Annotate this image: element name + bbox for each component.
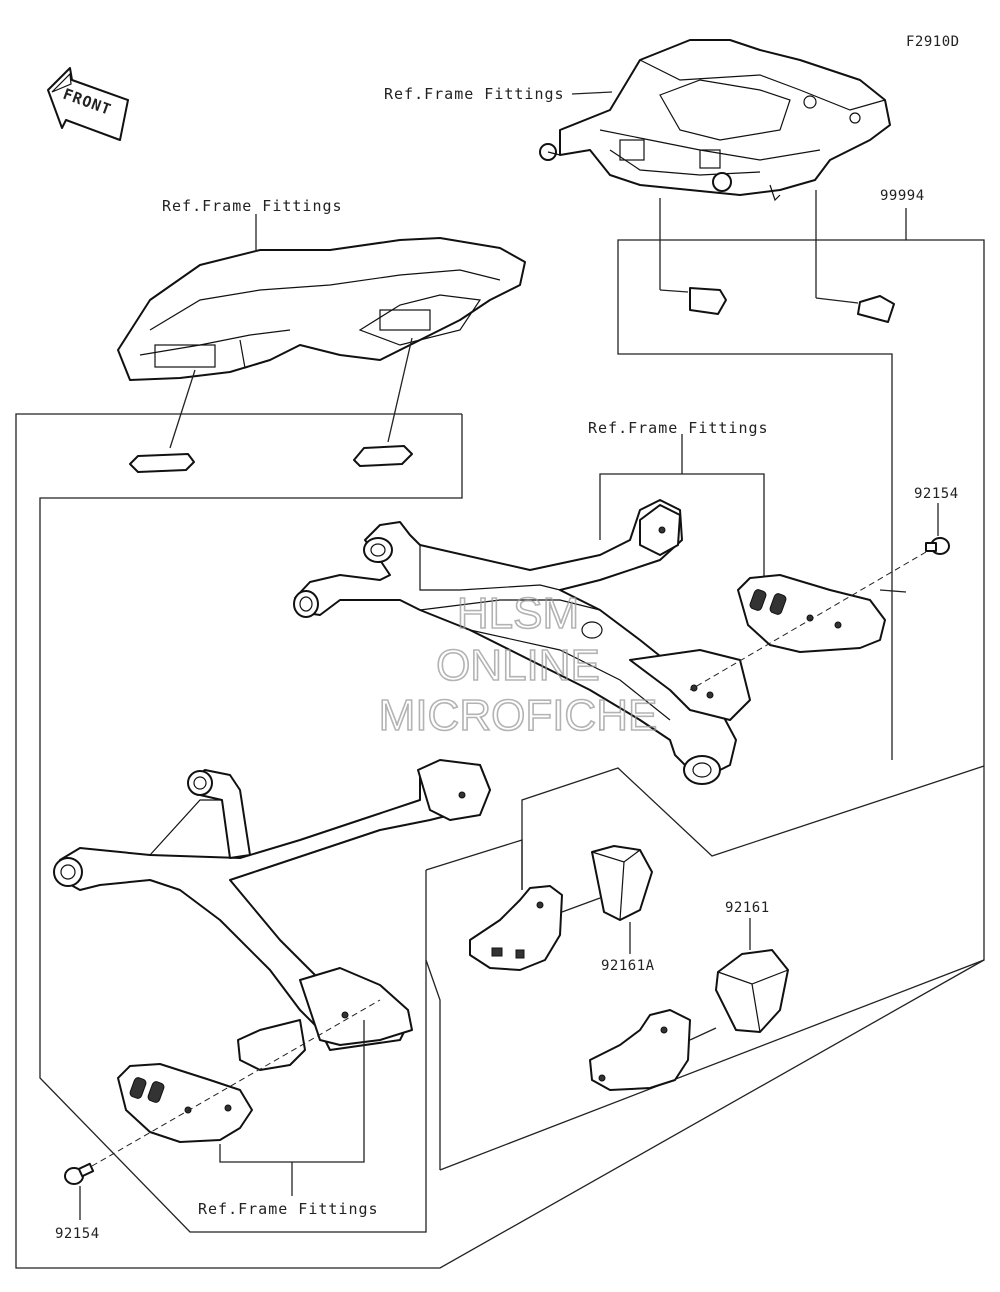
frame-guard-left xyxy=(53,759,491,1071)
bolt-92154-right xyxy=(925,537,950,555)
part-number-92161A: 92161A xyxy=(601,958,655,974)
frame-guard-right xyxy=(293,499,751,785)
part-number-92161: 92161 xyxy=(725,900,770,916)
side-plate-left xyxy=(117,1063,253,1143)
pad-99994-a xyxy=(689,287,727,315)
watermark: HLSM ONLINE MICROFICHE xyxy=(378,588,658,741)
pad-left-b xyxy=(353,445,413,467)
watermark-line-1: HLSM xyxy=(457,589,579,638)
rear-frame-top-left xyxy=(117,237,526,381)
part-number-92154-left: 92154 xyxy=(55,1226,100,1242)
ref-label-top-right: Ref.Frame Fittings xyxy=(384,85,565,103)
ref-label-bottom-left: Ref.Frame Fittings xyxy=(198,1200,379,1218)
slider-92161A xyxy=(591,845,653,921)
front-arrow-icon: FRONT xyxy=(47,67,129,141)
ref-label-top-left: Ref.Frame Fittings xyxy=(162,197,343,215)
rear-frame-top-right xyxy=(539,39,891,202)
pad-left-a xyxy=(129,453,195,473)
slider-92161 xyxy=(715,949,789,1033)
pad-99994-b xyxy=(857,295,895,323)
ref-label-middle-right: Ref.Frame Fittings xyxy=(588,419,769,437)
bolt-92154-left xyxy=(64,1162,95,1185)
part-number-92154-right: 92154 xyxy=(914,486,959,502)
part-number-99994: 99994 xyxy=(880,188,925,204)
watermark-line-3: MICROFICHE xyxy=(379,691,658,740)
bracket-92161A xyxy=(469,885,563,971)
watermark-line-2: ONLINE xyxy=(436,641,600,690)
bracket-92161 xyxy=(589,1009,691,1091)
side-plate-right xyxy=(737,574,886,653)
figure-code: F2910D xyxy=(906,34,960,50)
